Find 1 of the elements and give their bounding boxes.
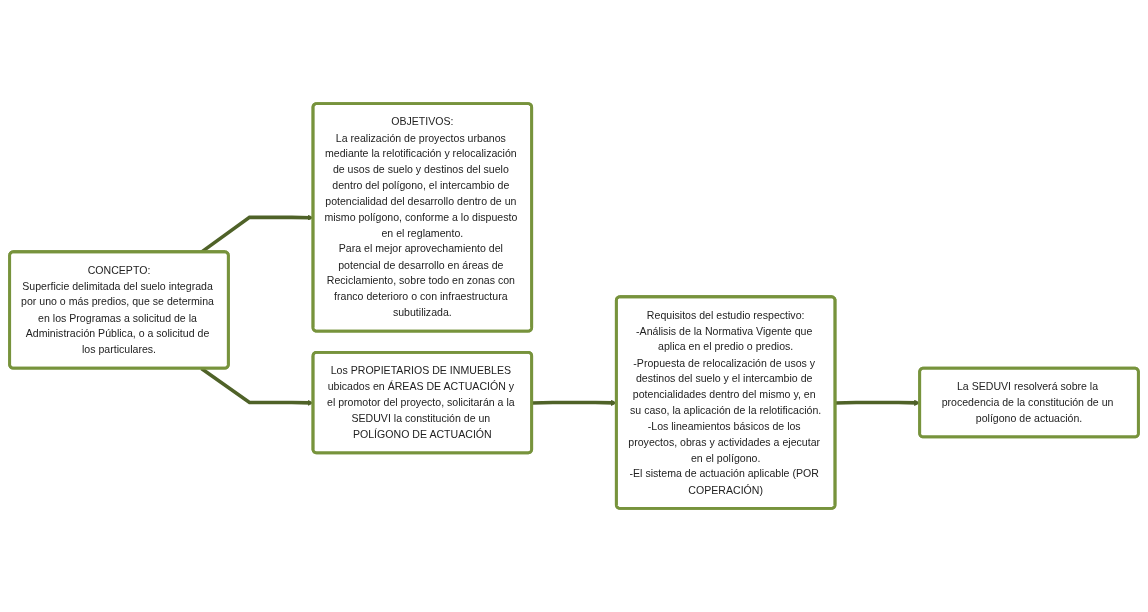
arrow [532,399,617,406]
